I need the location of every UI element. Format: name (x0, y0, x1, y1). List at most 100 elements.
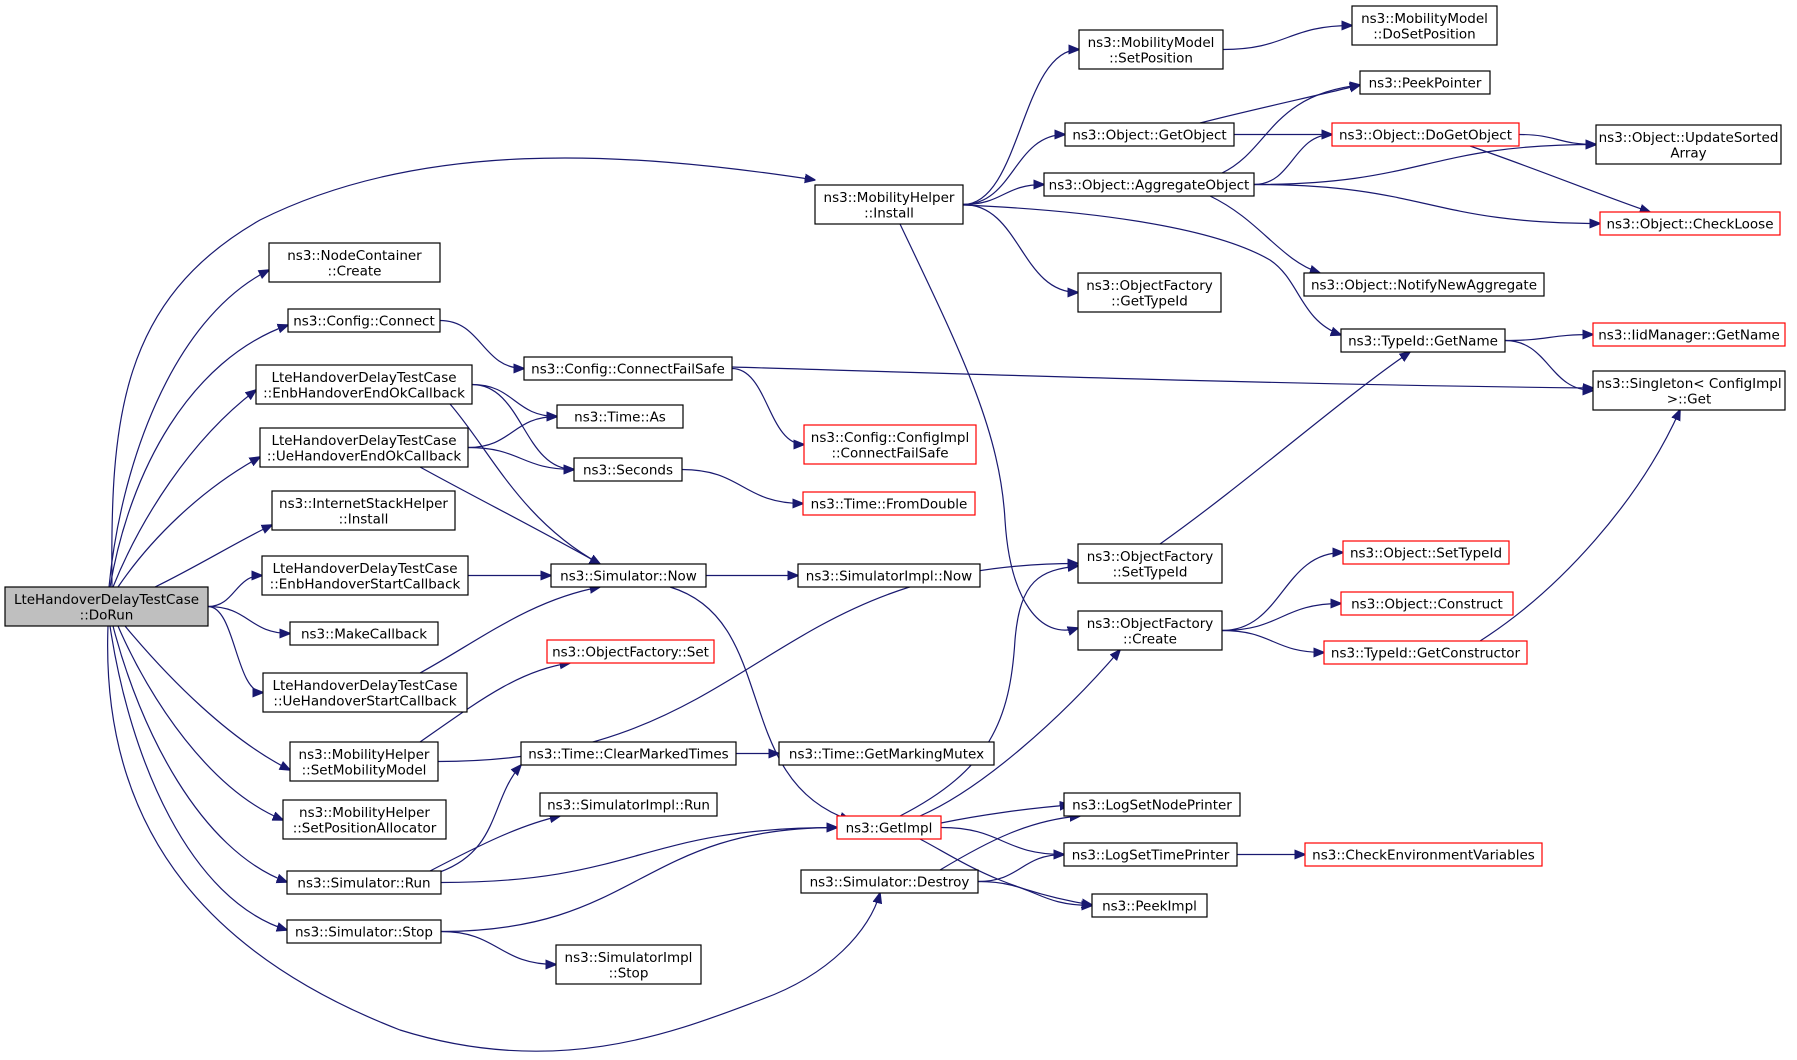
node-label: ns3::Time::FromDouble (811, 497, 968, 513)
node-iid_getname[interactable]: ns3::IidManager::GetName (1592, 322, 1786, 347)
node-nc_create[interactable]: ns3::NodeContainer::Create (268, 242, 441, 283)
node-simimpl_stop[interactable]: ns3::SimulatorImpl::Stop (555, 944, 702, 985)
node-obj_checkloose[interactable]: ns3::Object::CheckLoose (1599, 211, 1781, 236)
edges-layer (107, 26, 1680, 1052)
node-set_pos_alloc[interactable]: ns3::MobilityHelper::SetPositionAllocato… (282, 799, 447, 840)
node-get_impl[interactable]: ns3::GetImpl (836, 815, 942, 840)
node-box (546, 639, 715, 664)
edge-enb_end-to-sim_now (449, 403, 600, 564)
edge-mob_install-to-obj_aggregate (962, 185, 1044, 206)
node-obj_settypeid[interactable]: ns3::Object::SetTypeId (1342, 540, 1510, 565)
node-box (800, 869, 979, 894)
node-mob_install[interactable]: ns3::MobilityHelper::Install (814, 184, 964, 225)
node-typeid_getname[interactable]: ns3::TypeId::GetName (1340, 328, 1506, 353)
node-simimpl_now[interactable]: ns3::SimulatorImpl::Now (797, 563, 981, 588)
node-log_node_printer[interactable]: ns3::LogSetNodePrinter (1063, 792, 1241, 817)
node-box (802, 491, 976, 516)
node-dorun[interactable]: LteHandoverDelayTestCase::DoRun (4, 586, 209, 627)
node-label: ::DoRun (80, 607, 134, 623)
node-obj_aggregate[interactable]: ns3::Object::AggregateObject (1043, 172, 1255, 197)
node-enb_start[interactable]: LteHandoverDelayTestCase::EnbHandoverSta… (261, 555, 469, 596)
edge-mob_install-to-obj_getobject (962, 135, 1065, 206)
edge-dorun-to-inet_install (154, 525, 272, 588)
node-simimpl_run[interactable]: ns3::SimulatorImpl::Run (539, 792, 718, 817)
node-label: ns3::SimulatorImpl::Run (547, 798, 710, 814)
node-mm_dosetpos[interactable]: ns3::MobilityModel::DoSetPosition (1351, 5, 1498, 46)
node-peek_impl[interactable]: ns3::PeekImpl (1091, 893, 1208, 918)
edge-sim_destroy-to-peek_impl (977, 880, 1092, 906)
node-label: ns3::CheckEnvironmentVariables (1312, 848, 1535, 864)
node-label: ::GetTypeId (1111, 293, 1188, 309)
node-mm_setpos[interactable]: ns3::MobilityModel::SetPosition (1078, 29, 1224, 70)
node-singleton_get[interactable]: ns3::Singleton< ConfigImpl >::Get (1592, 370, 1786, 411)
node-box (573, 457, 683, 482)
node-set_mob_model[interactable]: ns3::MobilityHelper::SetMobilityModel (289, 741, 439, 782)
node-box (289, 741, 439, 782)
node-get_marking_mutex[interactable]: ns3::Time::GetMarkingMutex (778, 741, 995, 766)
node-sim_now[interactable]: ns3::Simulator::Now (550, 563, 707, 588)
edge-of_create-to-obj_construct (1221, 604, 1341, 632)
edge-get_impl-to-of_settypeid (899, 566, 1078, 817)
node-label: ns3::MobilityHelper (824, 190, 955, 206)
edge-mob_install-to-of_gettypeid (962, 203, 1078, 293)
node-cfgimpl_cfs[interactable]: ns3::Config::ConfigImpl::ConnectFailSafe (803, 424, 977, 465)
node-peek_pointer[interactable]: ns3::PeekPointer (1359, 70, 1491, 95)
node-label: ::SetMobilityModel (302, 762, 427, 778)
node-enb_end[interactable]: LteHandoverDelayTestCase::EnbHandoverEnd… (255, 364, 473, 405)
node-obj_dogetobject[interactable]: ns3::Object::DoGetObject (1331, 122, 1520, 147)
edge-ue_end-to-seconds (467, 446, 574, 470)
node-label: LteHandoverDelayTestCase (272, 678, 457, 694)
edge-obj_aggregate-to-obj_update_sorted (1253, 145, 1596, 186)
node-sim_stop[interactable]: ns3::Simulator::Stop (286, 919, 442, 944)
node-seconds[interactable]: ns3::Seconds (573, 457, 683, 482)
node-obj_getobject[interactable]: ns3::Object::GetObject (1064, 122, 1235, 147)
node-label: ns3::MobilityModel (1361, 11, 1488, 27)
node-clear_marked[interactable]: ns3::Time::ClearMarkedTimes (520, 741, 737, 766)
node-label: ns3::IidManager::GetName (1598, 328, 1780, 344)
edge-obj_getobject-to-peek_pointer (1199, 85, 1360, 124)
node-ue_end[interactable]: LteHandoverDelayTestCase::UeHandoverEndO… (259, 427, 469, 468)
node-label: ns3::Time::ClearMarkedTimes (528, 747, 728, 763)
edge-sim_run-to-get_impl (440, 828, 837, 884)
edge-of_settypeid-to-typeid_getname (1159, 352, 1410, 545)
node-box (4, 586, 209, 627)
node-from_double[interactable]: ns3::Time::FromDouble (802, 491, 976, 516)
edge-sim_run-to-clear_marked (439, 765, 521, 873)
node-label: ns3::Singleton< ConfigImpl (1596, 376, 1781, 392)
edge-typeid_getctor-to-singleton_get (1479, 410, 1680, 642)
node-cfg_connect[interactable]: ns3::Config::Connect (287, 308, 441, 333)
node-box (1078, 29, 1224, 70)
node-sim_run[interactable]: ns3::Simulator::Run (286, 870, 442, 895)
node-of_gettypeid[interactable]: ns3::ObjectFactory::GetTypeId (1077, 272, 1222, 313)
node-of_set[interactable]: ns3::ObjectFactory::Set (546, 639, 715, 664)
node-box (1592, 322, 1786, 347)
edge-set_mob_model-to-of_set (419, 663, 570, 743)
node-sim_destroy[interactable]: ns3::Simulator::Destroy (800, 869, 979, 894)
node-ue_start[interactable]: LteHandoverDelayTestCase::UeHandoverStar… (262, 672, 468, 713)
node-box (1077, 543, 1223, 584)
node-label: ns3::MobilityHelper (299, 805, 430, 821)
node-label: ns3::InternetStackHelper (279, 496, 448, 512)
node-box (1063, 792, 1241, 817)
node-obj_notify_new[interactable]: ns3::Object::NotifyNewAggregate (1303, 272, 1545, 297)
edge-sim_now-to-get_impl (669, 586, 850, 820)
edge-dorun-to-nc_create (108, 270, 269, 588)
node-box (1304, 842, 1543, 867)
node-typeid_getctor[interactable]: ns3::TypeId::GetConstructor (1323, 640, 1528, 665)
node-box (539, 792, 718, 817)
node-cfg_failsafe[interactable]: ns3::Config::ConnectFailSafe (523, 356, 733, 381)
edge-cfg_failsafe-to-singleton_get (731, 366, 1593, 388)
node-label: ::Create (1123, 631, 1177, 647)
node-box (1064, 122, 1235, 147)
node-box (1595, 124, 1782, 165)
node-check_env[interactable]: ns3::CheckEnvironmentVariables (1304, 842, 1543, 867)
node-time_as[interactable]: ns3::Time::As (556, 404, 684, 429)
node-of_settypeid[interactable]: ns3::ObjectFactory::SetTypeId (1077, 543, 1223, 584)
node-obj_construct[interactable]: ns3::Object::Construct (1340, 591, 1514, 616)
node-of_create[interactable]: ns3::ObjectFactory::Create (1077, 610, 1223, 651)
node-inet_install[interactable]: ns3::InternetStackHelper::Install (271, 490, 456, 531)
node-label: Array (1670, 145, 1706, 161)
node-make_cb[interactable]: ns3::MakeCallback (289, 621, 439, 646)
node-log_time_printer[interactable]: ns3::LogSetTimePrinter (1063, 842, 1238, 867)
